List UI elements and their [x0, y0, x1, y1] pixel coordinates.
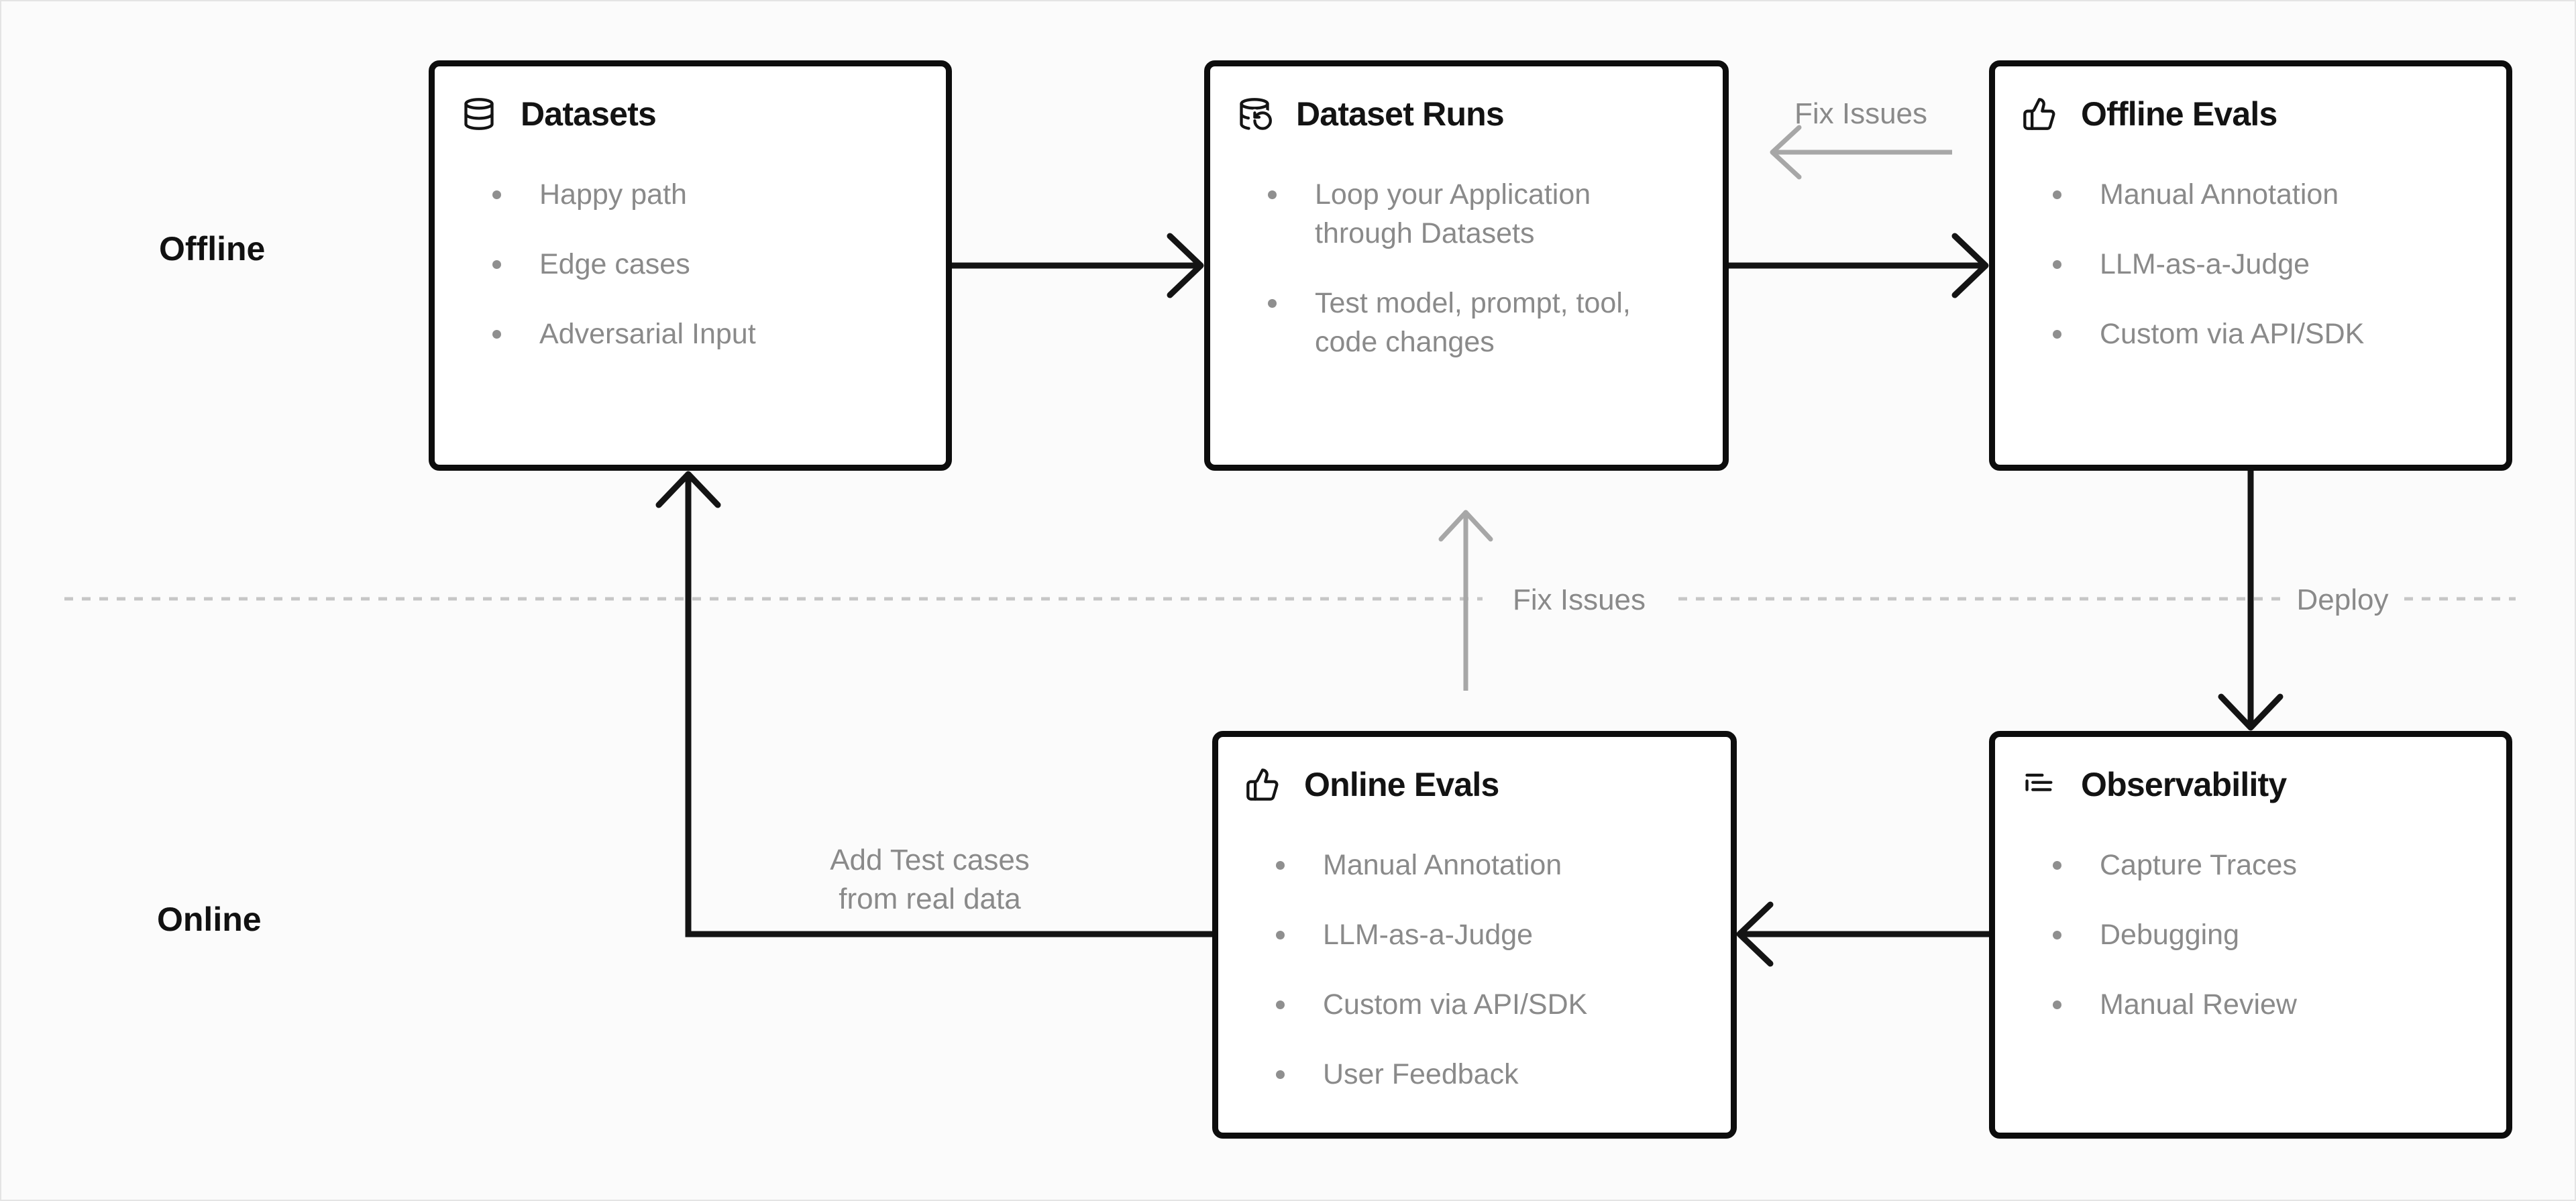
online-evals-list: Manual Annotation LLM-as-a-Judge Custom … — [1245, 846, 1705, 1094]
list-item: Test model, prompt, tool, code changes — [1267, 284, 1690, 361]
offline-evals-header: Offline Evals — [2022, 95, 2481, 133]
fix-issues-online-arrow — [1438, 510, 1493, 691]
list-item: Adversarial Input — [491, 314, 915, 353]
observability-to-online-evals-arrow — [1736, 901, 1989, 967]
dataset-runs-list: Loop your Application through Datasets T… — [1237, 175, 1697, 361]
logs-icon — [2022, 767, 2057, 802]
add-test-cases-line: from real data — [839, 882, 1021, 915]
fix-issues-offline-arrow — [1770, 125, 1952, 180]
fix-issues-online-label: Fix Issues — [1512, 583, 1646, 616]
list-item: LLM-as-a-Judge — [1275, 915, 1699, 954]
datasets-header: Datasets — [462, 95, 920, 133]
list-item: Custom via API/SDK — [2051, 314, 2475, 353]
list-item: LLM-as-a-Judge — [2051, 245, 2475, 284]
list-item: Happy path — [491, 175, 915, 214]
list-item: Manual Annotation — [2051, 175, 2475, 214]
list-item: Debugging — [2051, 915, 2475, 954]
box-title: Online Evals — [1304, 766, 1499, 803]
list-item: Manual Annotation — [1275, 846, 1699, 884]
observability-header: Observability — [2022, 765, 2481, 804]
row-label-online: Online — [157, 901, 262, 938]
thumbs-up-icon — [1245, 767, 1280, 802]
list-item: Capture Traces — [2051, 846, 2475, 884]
box-title: Observability — [2081, 766, 2287, 803]
dataset-runs-to-offline-evals-arrow — [1728, 233, 1989, 298]
box-title: Dataset Runs — [1296, 95, 1505, 133]
list-item: User Feedback — [1275, 1055, 1699, 1094]
row-label-offline: Offline — [159, 230, 266, 268]
offline-evals-list: Manual Annotation LLM-as-a-Judge Custom … — [2022, 175, 2481, 353]
online-evals-box: Online Evals Manual Annotation LLM-as-a-… — [1212, 731, 1737, 1139]
list-item: Loop your Application through Datasets — [1267, 175, 1690, 253]
add-test-cases-label: Add Test cases from real data — [830, 841, 1030, 919]
list-item: Manual Review — [2051, 985, 2475, 1024]
list-item: Custom via API/SDK — [1275, 985, 1699, 1024]
thumbs-up-icon — [2022, 97, 2057, 131]
database-run-icon — [1237, 97, 1272, 131]
observability-list: Capture Traces Debugging Manual Review — [2022, 846, 2481, 1024]
database-icon — [462, 97, 496, 131]
add-test-cases-line: Add Test cases — [830, 844, 1030, 876]
box-title: Datasets — [521, 95, 657, 133]
list-item: Edge cases — [491, 245, 915, 284]
deploy-arrow — [2218, 471, 2284, 731]
dataset-runs-header: Dataset Runs — [1237, 95, 1697, 133]
datasets-box: Datasets Happy path Edge cases Adversari… — [429, 60, 952, 471]
datasets-to-dataset-runs-arrow — [951, 233, 1204, 298]
deploy-label: Deploy — [2296, 583, 2389, 616]
fix-issues-offline-label: Fix Issues — [1794, 97, 1928, 130]
offline-evals-box: Offline Evals Manual Annotation LLM-as-a… — [1989, 60, 2512, 471]
datasets-list: Happy path Edge cases Adversarial Input — [462, 175, 920, 353]
dataset-runs-box: Dataset Runs Loop your Application throu… — [1204, 60, 1729, 471]
online-evals-header: Online Evals — [1245, 765, 1705, 804]
box-title: Offline Evals — [2081, 95, 2277, 133]
observability-box: Observability Capture Traces Debugging M… — [1989, 731, 2512, 1139]
